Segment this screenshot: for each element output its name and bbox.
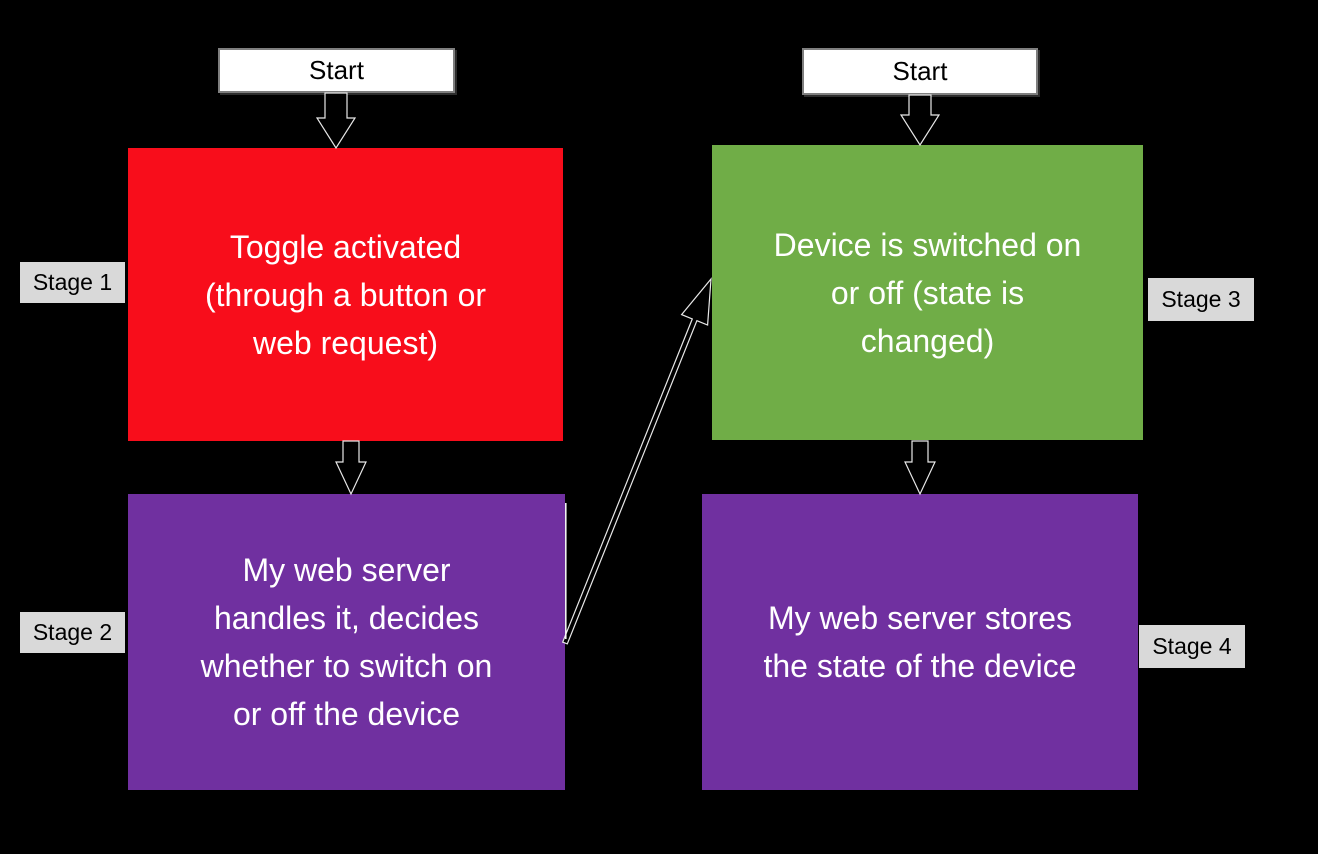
start-label-left: Start bbox=[309, 55, 364, 85]
stage1-process-text: Toggle activated (through a button or we… bbox=[204, 228, 487, 361]
start-box-right: Start bbox=[802, 48, 1038, 95]
arrow-start-to-stage1-icon bbox=[315, 92, 357, 150]
arrow-stage1-to-stage2-icon bbox=[335, 440, 367, 496]
stage2-process-text: My web server handles it, decides whethe… bbox=[200, 552, 493, 732]
stage4-label: Stage 4 bbox=[1139, 625, 1245, 668]
arrow-stage3-to-stage4-icon bbox=[904, 440, 936, 496]
stage3-label: Stage 3 bbox=[1148, 278, 1254, 321]
stage4-process-box: My web server stores the state of the de… bbox=[702, 494, 1138, 790]
stage3-process-text: Device is switched on or off (state is c… bbox=[773, 226, 1082, 359]
start-label-right: Start bbox=[892, 56, 948, 86]
stage1-label: Stage 1 bbox=[20, 262, 125, 303]
stage2-process-box: My web server handles it, decides whethe… bbox=[128, 494, 565, 790]
stage4-process-text: My web server stores the state of the de… bbox=[763, 600, 1077, 684]
start-box-left: Start bbox=[218, 48, 455, 93]
stage2-label: Stage 2 bbox=[20, 612, 125, 653]
arrow-stage2-to-stage3-icon bbox=[561, 277, 712, 645]
stage1-process-box: Toggle activated (through a button or we… bbox=[128, 148, 563, 441]
stage3-process-box: Device is switched on or off (state is c… bbox=[712, 145, 1143, 440]
arrow-start-to-stage3-icon bbox=[899, 94, 941, 147]
